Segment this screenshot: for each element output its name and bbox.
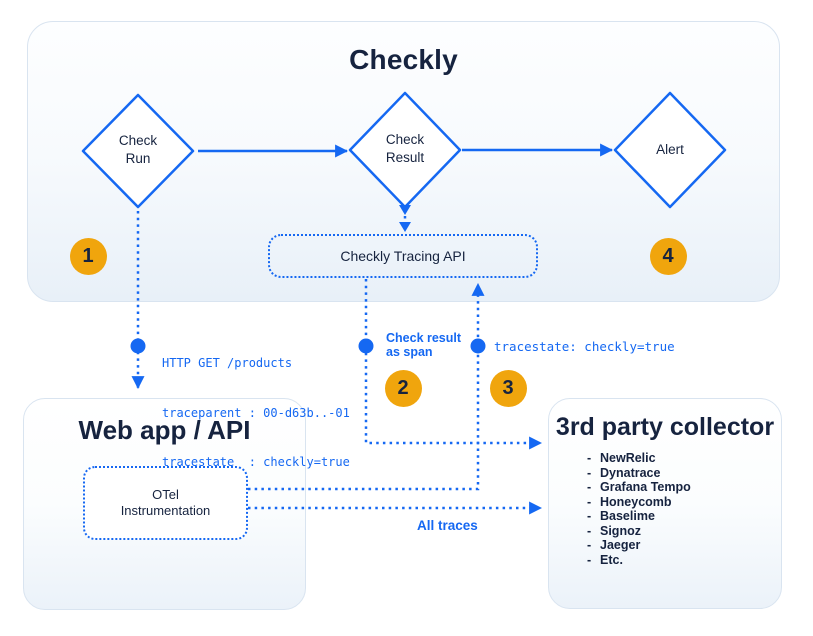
dot-tracestate — [470, 338, 486, 354]
dash-bullet: - — [587, 465, 592, 480]
step-1-badge: 1 — [69, 237, 107, 275]
check-result-label: Check Result — [385, 132, 425, 165]
checkly-title: Checkly — [349, 44, 458, 75]
check-run-label: Check Run — [118, 133, 158, 166]
check-result-as-span-label: Check result as span — [386, 331, 462, 359]
list-item: -Signoz — [587, 523, 641, 538]
collector-title: 3rd party collector — [555, 413, 775, 441]
dash-bullet: - — [587, 523, 592, 538]
dash-bullet: - — [587, 538, 592, 552]
step-2-badge: 2 — [384, 369, 422, 407]
arrow-tracingapi-to-collector — [364, 279, 543, 450]
otel-instrumentation-box: OTel Instrumentation — [83, 466, 248, 540]
http-line: traceparent : 00-d63b..-01 — [162, 405, 350, 420]
web-app-title: Web app / API — [78, 415, 251, 445]
collector-list: -NewRelic -Dynatrace -Grafana Tempo -Hon… — [587, 451, 691, 567]
dash-bullet: - — [587, 552, 592, 567]
dash-bullet: - — [587, 494, 592, 509]
otel-instrumentation-label: OTel Instrumentation — [120, 487, 211, 518]
step-3-badge: 3 — [489, 369, 527, 407]
list-item: -Honeycomb — [587, 494, 672, 509]
dot-check-result-span — [358, 338, 374, 354]
step-4-badge: 4 — [649, 237, 687, 275]
collector-panel: 3rd party collector -NewRelic -Dynatrace… — [548, 398, 782, 609]
http-line: tracestate : checkly=true — [162, 455, 350, 469]
list-item: -NewRelic — [587, 451, 656, 465]
dot-http-request — [130, 338, 146, 354]
list-item: -Baselime — [587, 509, 655, 523]
http-request-annotation: HTTP GET /products traceparent : 00-d63b… — [162, 322, 350, 504]
list-item: -Jaeger — [587, 538, 641, 552]
list-item: -Etc. — [587, 552, 623, 567]
http-line: HTTP GET /products — [162, 356, 293, 370]
tracing-api-label: Checkly Tracing API — [340, 248, 466, 264]
alert-label: Alert — [656, 142, 684, 157]
dash-bullet: - — [587, 509, 592, 523]
all-traces-label: All traces — [417, 518, 478, 533]
list-item: -Grafana Tempo — [587, 480, 691, 494]
dash-bullet: - — [587, 480, 592, 494]
web-app-panel: Web app / API OTel Instrumentation — [23, 398, 306, 610]
tracing-api-box: Checkly Tracing API — [268, 234, 538, 278]
list-item: -Dynatrace — [587, 465, 661, 480]
tracestate-label: tracestate: checkly=true — [494, 339, 675, 354]
dash-bullet: - — [587, 451, 592, 465]
